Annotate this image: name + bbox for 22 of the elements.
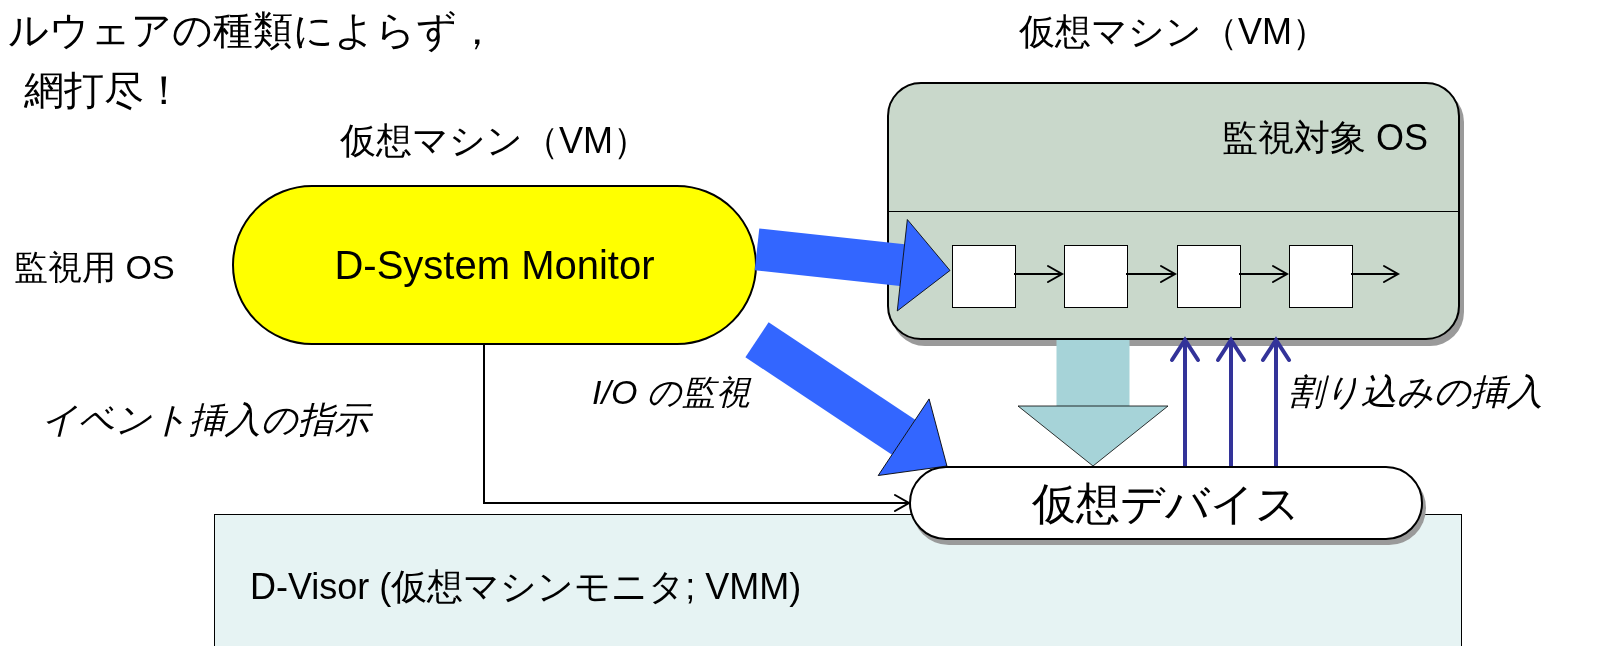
block-arrow <box>1017 340 1169 467</box>
side-label: 監視用 OS <box>14 249 175 287</box>
node-label: D-Visor (仮想マシンモニタ; VMM) <box>250 567 802 607</box>
edge-label: I/O の監視 <box>592 374 750 412</box>
block-arrow <box>745 322 948 476</box>
process-box <box>1177 245 1241 308</box>
box-heading: 仮想マシン（VM） <box>339 121 650 161</box>
arrow <box>1216 338 1246 466</box>
edge-label: 割り込みの挿入 <box>1288 372 1543 412</box>
box-heading: 仮想マシン（VM） <box>1018 12 1329 52</box>
connector-arrow <box>483 344 910 512</box>
process-box <box>1289 245 1353 308</box>
process-box <box>1064 245 1128 308</box>
box-label: 監視対象 OS <box>1222 118 1428 158</box>
node-label: 仮想デバイス <box>1031 480 1301 529</box>
headline-text: ルウェアの種類によらず， <box>8 8 497 52</box>
node-label: D-System Monitor <box>333 243 656 287</box>
arrow <box>1261 338 1291 466</box>
block-arrow <box>754 219 951 312</box>
headline-text: 網打尽！ <box>24 68 184 112</box>
process-box <box>952 245 1016 308</box>
arrow <box>1170 338 1200 466</box>
